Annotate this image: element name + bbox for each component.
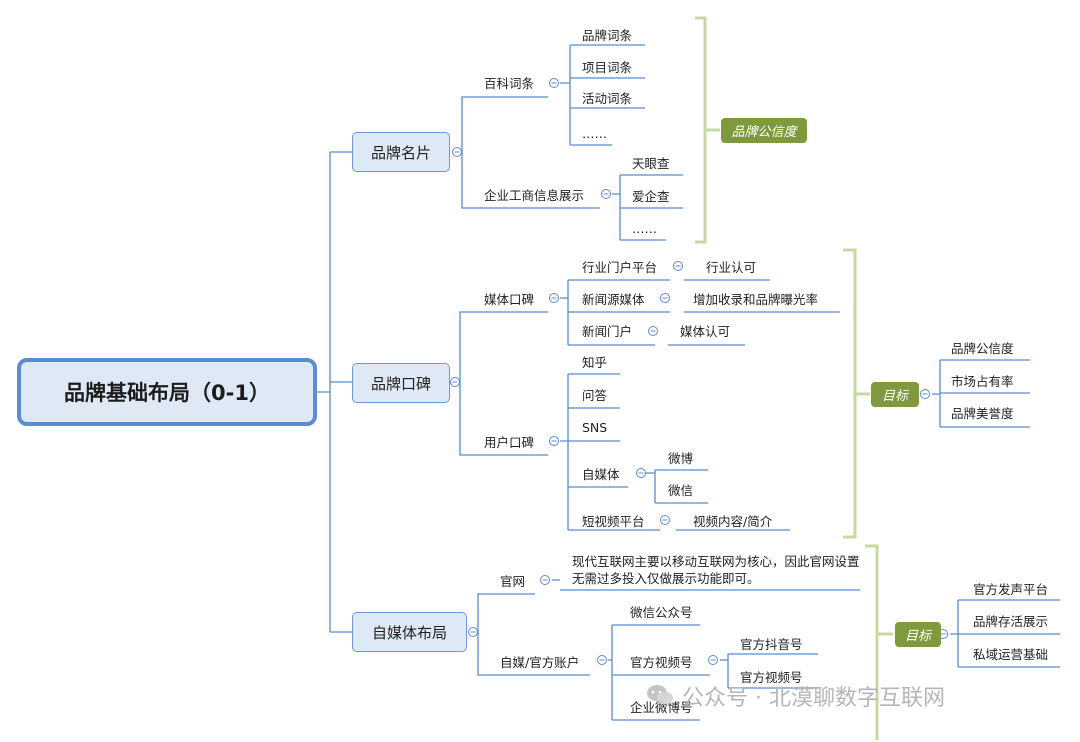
node-media-child[interactable]: 媒体认可 [680, 324, 731, 339]
node-video-child[interactable]: 视频内容/简介 [693, 514, 773, 529]
node-selfmedia-child[interactable]: 微信 [668, 483, 694, 498]
node-biz-item[interactable]: …… [632, 221, 657, 236]
node-user-reputation[interactable]: 用户口碑 [484, 435, 535, 450]
node-video-account[interactable]: 官方视频号 [740, 670, 803, 685]
node-user-item[interactable]: 问答 [582, 388, 608, 403]
root-label: 品牌基础布局（0-1） [64, 381, 270, 405]
node-account-item[interactable]: 微信公众号 [630, 605, 693, 620]
node-goal[interactable]: 市场占有率 [951, 374, 1014, 389]
node-goal[interactable]: 私域运营基础 [973, 647, 1049, 662]
node-brand-card-label: 品牌名片 [370, 143, 431, 162]
node-brand-reputation-label: 品牌口碑 [370, 374, 431, 393]
wechat-icon [647, 685, 673, 705]
watermark-text: 公众号 · 北漠聊数字互联网 [682, 686, 945, 711]
node-accounts[interactable]: 自媒/官方账户 [500, 655, 580, 670]
node-biz-item[interactable]: 爱企查 [632, 189, 670, 204]
node-baike-item[interactable]: 品牌词条 [582, 28, 633, 43]
node-baike-item[interactable]: 活动词条 [582, 91, 633, 106]
node-biz-info[interactable]: 企业工商信息展示 [484, 188, 585, 203]
node-goal[interactable]: 品牌美誉度 [951, 406, 1014, 421]
node-biz-item[interactable]: 天眼查 [632, 156, 670, 171]
node-media-child[interactable]: 行业认可 [706, 260, 757, 275]
node-brand-card[interactable]: 品牌名片 [352, 132, 450, 172]
node-media-item[interactable]: 新闻源媒体 [582, 292, 645, 307]
node-goal[interactable]: 品牌存活展示 [973, 614, 1049, 629]
tag-goal-selfmedia[interactable]: 目标 [895, 622, 941, 647]
node-goal[interactable]: 品牌公信度 [951, 341, 1014, 356]
node-goal[interactable]: 官方发声平台 [973, 582, 1049, 597]
node-baike-item[interactable]: …… [582, 126, 607, 141]
node-video-account[interactable]: 官方抖音号 [740, 637, 803, 652]
node-media-item[interactable]: 新闻门户 [582, 324, 633, 339]
node-self-media-label: 自媒体布局 [371, 623, 447, 642]
node-site-note[interactable]: 现代互联网主要以移动互联网为核心，因此官网设置无需过多投入仅做展示功能即可。 [572, 554, 860, 586]
node-user-item[interactable]: SNS [582, 420, 608, 435]
node-user-item[interactable]: 知乎 [582, 355, 608, 370]
node-self-media[interactable]: 自媒体布局 [352, 612, 467, 652]
node-media-reputation[interactable]: 媒体口碑 [484, 292, 535, 307]
root-node[interactable]: 品牌基础布局（0-1） [17, 358, 317, 426]
node-official-site[interactable]: 官网 [500, 574, 526, 589]
node-brand-reputation[interactable]: 品牌口碑 [352, 363, 450, 403]
node-selfmedia-child[interactable]: 微博 [668, 451, 694, 466]
node-baike-item[interactable]: 项目词条 [582, 60, 633, 75]
node-media-child[interactable]: 增加收录和品牌曝光率 [693, 292, 819, 307]
tag-goal-reputation[interactable]: 目标 [871, 382, 919, 407]
node-account-item[interactable]: 官方视频号 [630, 655, 693, 670]
node-account-item[interactable]: 企业微博号 [630, 700, 693, 715]
node-baike[interactable]: 百科词条 [484, 76, 535, 91]
node-user-item[interactable]: 自媒体 [582, 467, 620, 482]
node-user-item[interactable]: 短视频平台 [582, 514, 645, 529]
tag-brand-credibility[interactable]: 品牌公信度 [721, 118, 807, 143]
node-media-item[interactable]: 行业门户平台 [582, 260, 658, 275]
